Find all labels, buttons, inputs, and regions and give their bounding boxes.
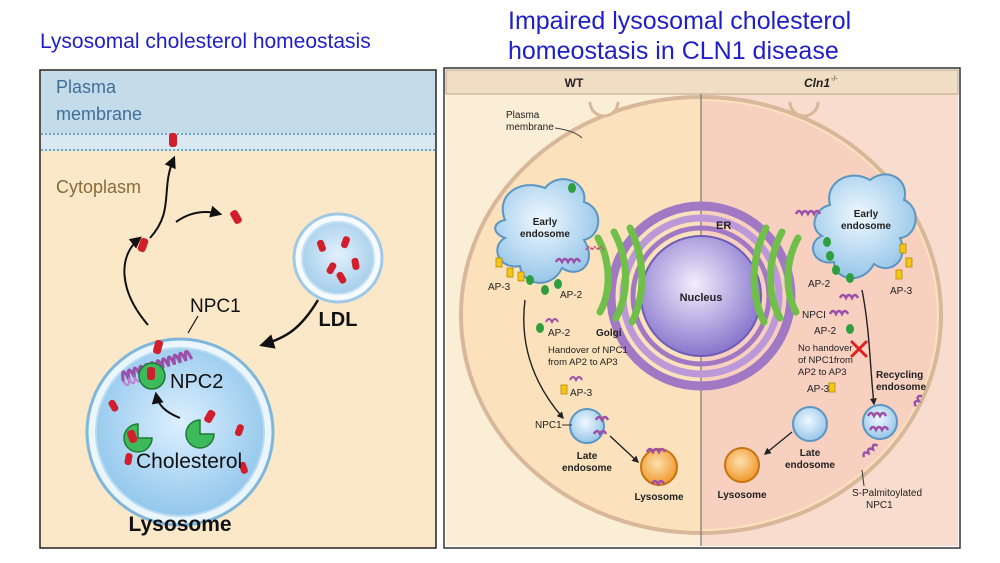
ap3-wt: [495, 257, 525, 282]
lysosome-cln1-label: Lysosome: [717, 490, 767, 501]
right-title-line2: homeostasis in CLN1 disease: [508, 37, 839, 65]
ap2-label-cln1-1: AP-2: [808, 279, 831, 290]
arrow-to-membrane: [149, 155, 176, 239]
arrow-to-cytosol-pool: [175, 205, 223, 223]
arrow-to-cytoplasm: [123, 236, 149, 326]
npc2-transfer-arrow: [151, 391, 181, 419]
late-endosome-wt: [569, 408, 605, 444]
ap2-cln1: [823, 237, 854, 283]
ap3-cln1: [895, 243, 913, 280]
ldl-uptake-arrow: [259, 299, 320, 349]
cln1-trafficking-arrow: [861, 289, 877, 406]
membrane-notch-left: [588, 101, 620, 118]
early-endosome-wt: [494, 178, 600, 284]
npci-label: NPCI: [802, 310, 826, 321]
plasma-membrane-area: [41, 71, 435, 133]
cytoplasm-cholesterol-1: [137, 237, 149, 253]
handover-label-2: from AP2 to AP3: [548, 357, 618, 368]
no-handover-label-2: of NPC1from: [798, 355, 853, 366]
ap2-label-wt-2: AP-2: [548, 328, 571, 339]
recycling-endosome: [862, 404, 898, 440]
lysosome-cholesterol: [108, 399, 248, 474]
early-endosome-cln1: [812, 173, 917, 280]
cytoplasm-label: Cytoplasm: [56, 177, 141, 197]
npc1-label-wt: NPC1: [535, 420, 562, 431]
early-endosome-cln1-label-2: endosome: [841, 221, 891, 232]
handover-label-1: Handover of NPC1: [548, 345, 628, 356]
ap2-label-cln1-2: AP-2: [814, 326, 837, 337]
wt-trafficking-arrow: [523, 299, 564, 420]
late-endosome-cln1: [792, 406, 828, 442]
early-endosome-wt-label-2: endosome: [520, 229, 570, 240]
golgi-cln1: [750, 224, 802, 326]
blocked-cross: [850, 340, 868, 358]
lysosome-wt: [640, 448, 678, 486]
late-endosome-wt-label-2: endosome: [562, 463, 612, 474]
lysosome-wt-label: Lysosome: [634, 492, 684, 503]
ap2-label-wt-1: AP-2: [560, 290, 583, 301]
left-panel-title: Lysosomal cholesterol homeostasis: [40, 30, 371, 53]
npc1-wt-endosome: [554, 257, 582, 265]
lysosome-cln1: [724, 447, 760, 483]
npc1-label: NPC1: [190, 296, 241, 317]
plasma-membrane-bilayer: [41, 133, 435, 151]
npc1-cholesterol: [152, 339, 164, 355]
no-handover-label-1: No handover: [798, 343, 852, 354]
late-endosome-wt-label-1: Late: [577, 451, 598, 462]
cytoplasm-cholesterol-2: [230, 210, 242, 224]
ldl-label: LDL: [319, 309, 358, 331]
right-panel-title: Impaired lysosomal cholesterol homeostas…: [508, 6, 851, 66]
ap3-label-cln1: AP-3: [890, 286, 913, 297]
lysosome-label: Lysosome: [128, 513, 231, 536]
rp-plasma-membrane-label-1: Plasma: [506, 110, 540, 121]
wt-header: WT: [565, 76, 584, 90]
nucleus-label: Nucleus: [680, 292, 723, 304]
early-endosome-wt-label-1: Early: [533, 217, 558, 228]
left-panel: Plasma membrane Cytoplasm LDL NPC1: [39, 69, 437, 549]
npc2-label: NPC2: [170, 371, 223, 393]
late-endosome-cln1-label-2: endosome: [785, 460, 835, 471]
lysosome: [95, 347, 265, 517]
s-palmitoylated-label-2: NPC1: [866, 500, 893, 511]
cholesterol-label: Cholesterol: [136, 450, 242, 473]
membrane-notch-right: [788, 101, 820, 118]
no-handover-label-3: AP2 to AP3: [798, 367, 847, 378]
cln1-header-superscript: -/-: [831, 76, 838, 83]
right-panel: WT Cln1 -/- Plasma membrane ER Nucleus G…: [443, 67, 961, 549]
late-endosome-cln1-label-1: Late: [800, 448, 821, 459]
npc2-bound-1: [185, 419, 215, 449]
plasma-membrane-label-1: Plasma: [56, 77, 117, 97]
recycling-endosome-label-2: endosome: [876, 382, 926, 393]
plasma-membrane-label-2: membrane: [56, 104, 142, 124]
ap3-label-wt: AP-3: [488, 282, 511, 293]
early-endosome-cln1-label-1: Early: [854, 209, 879, 220]
s-palmitoylated-label-1: S-Palmitoylated: [852, 488, 922, 499]
right-title-line1: Impaired lysosomal cholesterol: [508, 7, 852, 35]
ap2-wt: [526, 183, 576, 295]
membrane-cholesterol: [169, 133, 177, 147]
golgi-wt: [594, 224, 646, 326]
golgi-label: Golgi: [596, 328, 622, 339]
rp-plasma-membrane-label-2: membrane: [506, 122, 554, 133]
ap3-label-wt-2: AP-3: [570, 388, 593, 399]
er-label: ER: [716, 220, 731, 232]
ap3-label-cln1-2: AP-3: [807, 384, 830, 395]
recycling-endosome-label-1: Recycling: [876, 370, 923, 381]
ldl-cholesterol: [316, 236, 360, 284]
cln1-header: Cln1: [804, 76, 830, 90]
